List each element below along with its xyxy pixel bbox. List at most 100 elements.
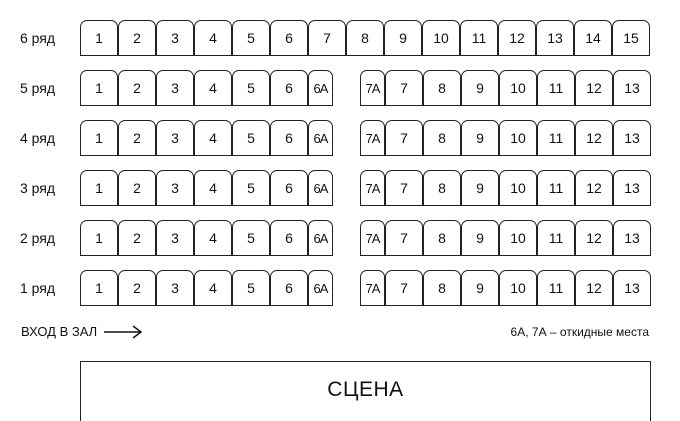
seat[interactable]: 9 (461, 170, 499, 206)
seat[interactable]: 2 (118, 120, 156, 156)
seat[interactable]: 1 (80, 220, 118, 256)
seat[interactable]: 12 (575, 220, 613, 256)
seat[interactable]: 2 (118, 20, 156, 56)
seat[interactable]: 15 (612, 20, 650, 56)
seat[interactable]: 13 (613, 70, 651, 106)
seat[interactable]: 1 (80, 20, 118, 56)
seat[interactable]: 7 (385, 70, 423, 106)
seat[interactable]: 8 (346, 20, 384, 56)
seat[interactable]: 13 (613, 170, 651, 206)
seat[interactable]: 4 (194, 270, 232, 306)
seat-number: 2 (133, 280, 141, 296)
seat[interactable]: 8 (423, 170, 461, 206)
seat[interactable]: 8 (423, 220, 461, 256)
seat-number: 6 (285, 230, 293, 246)
seat[interactable]: 6 (270, 220, 308, 256)
seat[interactable]: 6 (270, 70, 308, 106)
folding-seat[interactable]: 7А (360, 170, 385, 206)
seat[interactable]: 6 (270, 120, 308, 156)
seat[interactable]: 11 (537, 220, 575, 256)
folding-seat[interactable]: 6А (308, 220, 333, 256)
seat[interactable]: 5 (232, 220, 270, 256)
seat-number: 7А (365, 280, 381, 296)
seat[interactable]: 5 (232, 270, 270, 306)
seat[interactable]: 2 (118, 220, 156, 256)
seat[interactable]: 10 (499, 120, 537, 156)
seat-number: 3 (171, 30, 179, 46)
seat[interactable]: 12 (575, 270, 613, 306)
seat[interactable]: 9 (461, 70, 499, 106)
folding-seat[interactable]: 7А (360, 70, 385, 106)
seat[interactable]: 3 (156, 270, 194, 306)
seat[interactable]: 10 (499, 70, 537, 106)
seat[interactable]: 8 (423, 120, 461, 156)
folding-seat[interactable]: 7А (360, 120, 385, 156)
seat[interactable]: 2 (118, 70, 156, 106)
seat[interactable]: 10 (499, 170, 537, 206)
seat[interactable]: 2 (118, 170, 156, 206)
seat[interactable]: 4 (194, 120, 232, 156)
seat[interactable]: 7 (385, 170, 423, 206)
seat[interactable]: 1 (80, 120, 118, 156)
folding-seat[interactable]: 7А (360, 270, 385, 306)
seat[interactable]: 1 (80, 270, 118, 306)
seat[interactable]: 3 (156, 20, 194, 56)
seat[interactable]: 10 (422, 20, 460, 56)
seat[interactable]: 9 (384, 20, 422, 56)
seat[interactable]: 12 (575, 170, 613, 206)
seat[interactable]: 4 (194, 220, 232, 256)
seat[interactable]: 4 (194, 170, 232, 206)
seat[interactable]: 11 (460, 20, 498, 56)
seat[interactable]: 11 (537, 120, 575, 156)
seat-number: 13 (624, 230, 640, 246)
seat[interactable]: 3 (156, 170, 194, 206)
seat[interactable]: 1 (80, 70, 118, 106)
seat[interactable]: 9 (461, 270, 499, 306)
seat[interactable]: 11 (537, 270, 575, 306)
seat[interactable]: 5 (232, 170, 270, 206)
seat[interactable]: 12 (498, 20, 536, 56)
seat[interactable]: 13 (613, 120, 651, 156)
seat[interactable]: 9 (461, 120, 499, 156)
seat-number: 10 (510, 230, 526, 246)
seat[interactable]: 5 (232, 70, 270, 106)
folding-seat[interactable]: 6А (308, 170, 333, 206)
seat[interactable]: 14 (574, 20, 612, 56)
seat[interactable]: 13 (613, 220, 651, 256)
folding-seat[interactable]: 7А (360, 220, 385, 256)
folding-seat[interactable]: 6А (308, 270, 333, 306)
seat[interactable]: 7 (385, 120, 423, 156)
seat[interactable]: 13 (536, 20, 574, 56)
seat[interactable]: 8 (423, 70, 461, 106)
seat[interactable]: 1 (80, 170, 118, 206)
seat[interactable]: 3 (156, 220, 194, 256)
seat[interactable]: 6 (270, 170, 308, 206)
seat[interactable]: 3 (156, 120, 194, 156)
seat[interactable]: 10 (499, 270, 537, 306)
seat[interactable]: 12 (575, 70, 613, 106)
seat[interactable]: 5 (232, 120, 270, 156)
seat[interactable]: 4 (194, 70, 232, 106)
seat[interactable]: 6 (270, 270, 308, 306)
seat[interactable]: 2 (118, 270, 156, 306)
seat-number: 7 (323, 30, 331, 46)
folding-seat[interactable]: 6А (308, 70, 333, 106)
seat[interactable]: 5 (232, 20, 270, 56)
seat[interactable]: 6 (270, 20, 308, 56)
seat-number: 9 (399, 30, 407, 46)
seat[interactable]: 11 (537, 170, 575, 206)
seat[interactable]: 3 (156, 70, 194, 106)
seat-number: 7 (400, 130, 408, 146)
seat[interactable]: 9 (461, 220, 499, 256)
seat[interactable]: 11 (537, 70, 575, 106)
seat[interactable]: 13 (613, 270, 651, 306)
folding-seat[interactable]: 6А (308, 120, 333, 156)
seat[interactable]: 7 (385, 270, 423, 306)
seat[interactable]: 10 (499, 220, 537, 256)
seat-number: 2 (133, 230, 141, 246)
seat[interactable]: 8 (423, 270, 461, 306)
seat[interactable]: 7 (385, 220, 423, 256)
seat[interactable]: 12 (575, 120, 613, 156)
seat[interactable]: 7 (308, 20, 346, 56)
seat[interactable]: 4 (194, 20, 232, 56)
